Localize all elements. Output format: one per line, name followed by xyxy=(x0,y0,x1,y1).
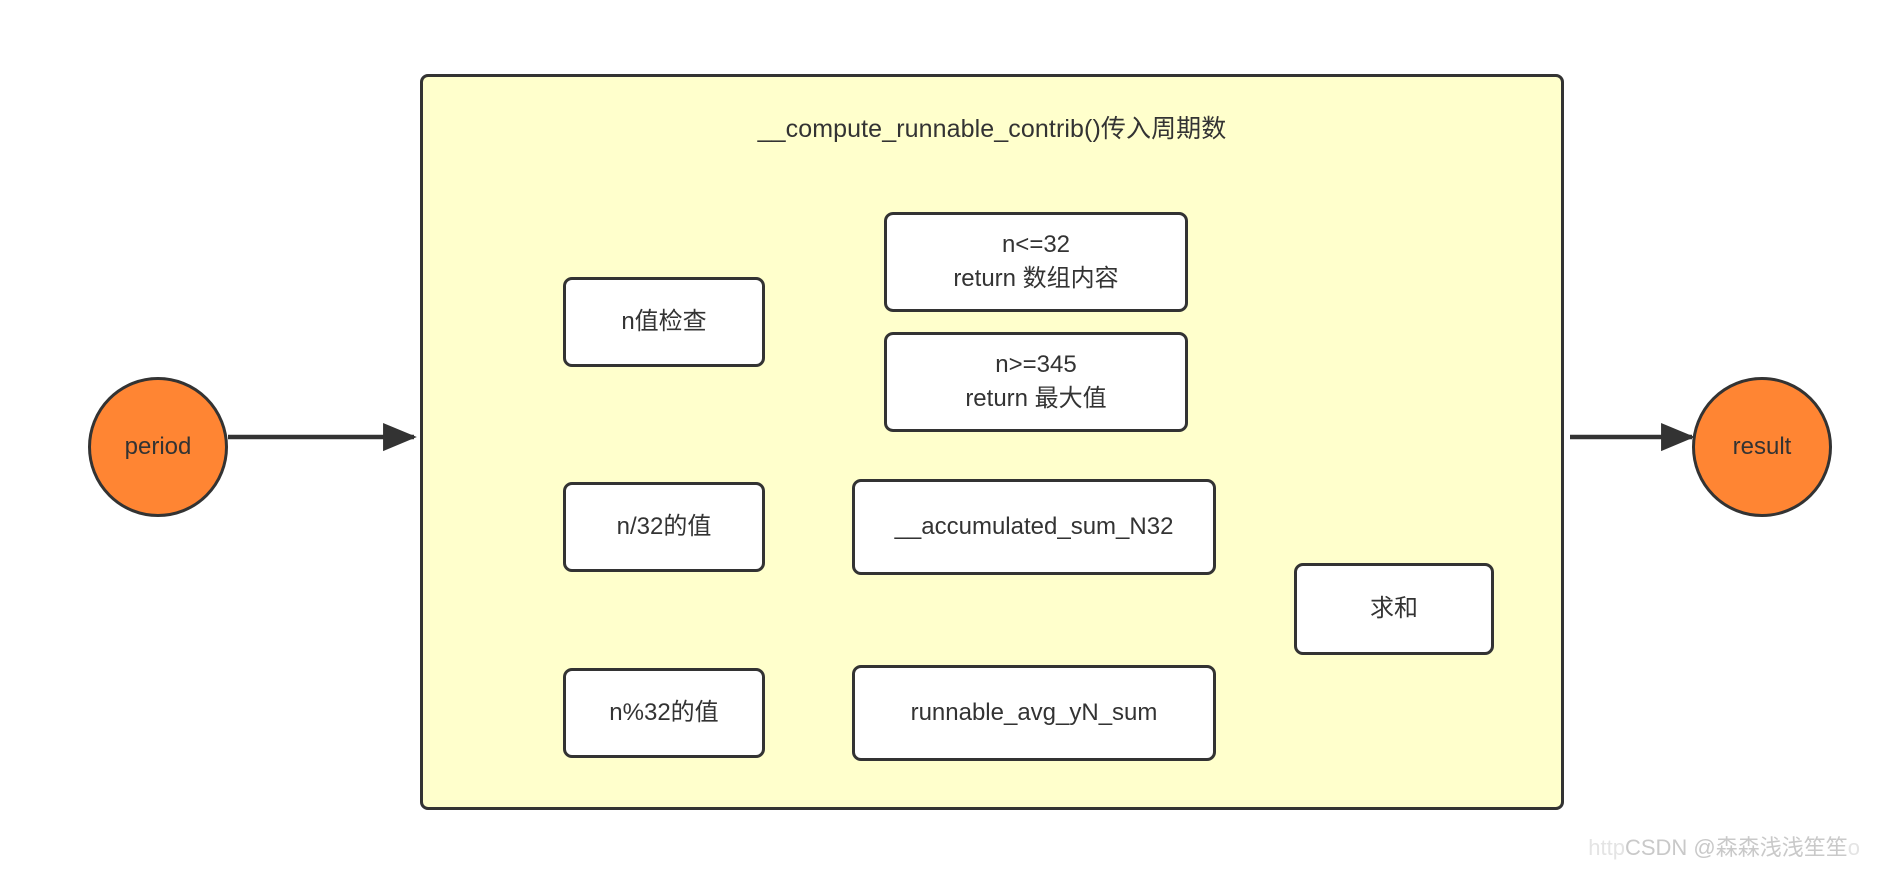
csdn-watermark: httpCSDN @森森浅浅笙笙o xyxy=(1588,830,1860,862)
node-n-ge-345-return-max[interactable]: n>=345 return 最大值 xyxy=(884,332,1188,432)
watermark-prefix: http xyxy=(1588,835,1625,860)
terminal-result[interactable]: result xyxy=(1692,377,1832,517)
node-n-div-32[interactable]: n/32的值 xyxy=(563,482,765,572)
node-n-le-32-return-array[interactable]: n<=32 return 数组内容 xyxy=(884,212,1188,312)
subgraph-title: __compute_runnable_contrib()传入周期数 xyxy=(757,115,1227,143)
watermark-suffix: o xyxy=(1847,835,1860,860)
node-runnable-avg-yn-sum[interactable]: runnable_avg_yN_sum xyxy=(852,665,1216,761)
watermark-text: CSDN @森森浅浅笙笙 xyxy=(1624,835,1848,860)
node-n-value-check[interactable]: n值检查 xyxy=(563,277,765,367)
terminal-period[interactable]: period xyxy=(88,377,228,517)
node-sum[interactable]: 求和 xyxy=(1294,563,1494,655)
node-accumulated-sum-n32[interactable]: __accumulated_sum_N32 xyxy=(852,479,1216,575)
node-n-mod-32[interactable]: n%32的值 xyxy=(563,668,765,758)
